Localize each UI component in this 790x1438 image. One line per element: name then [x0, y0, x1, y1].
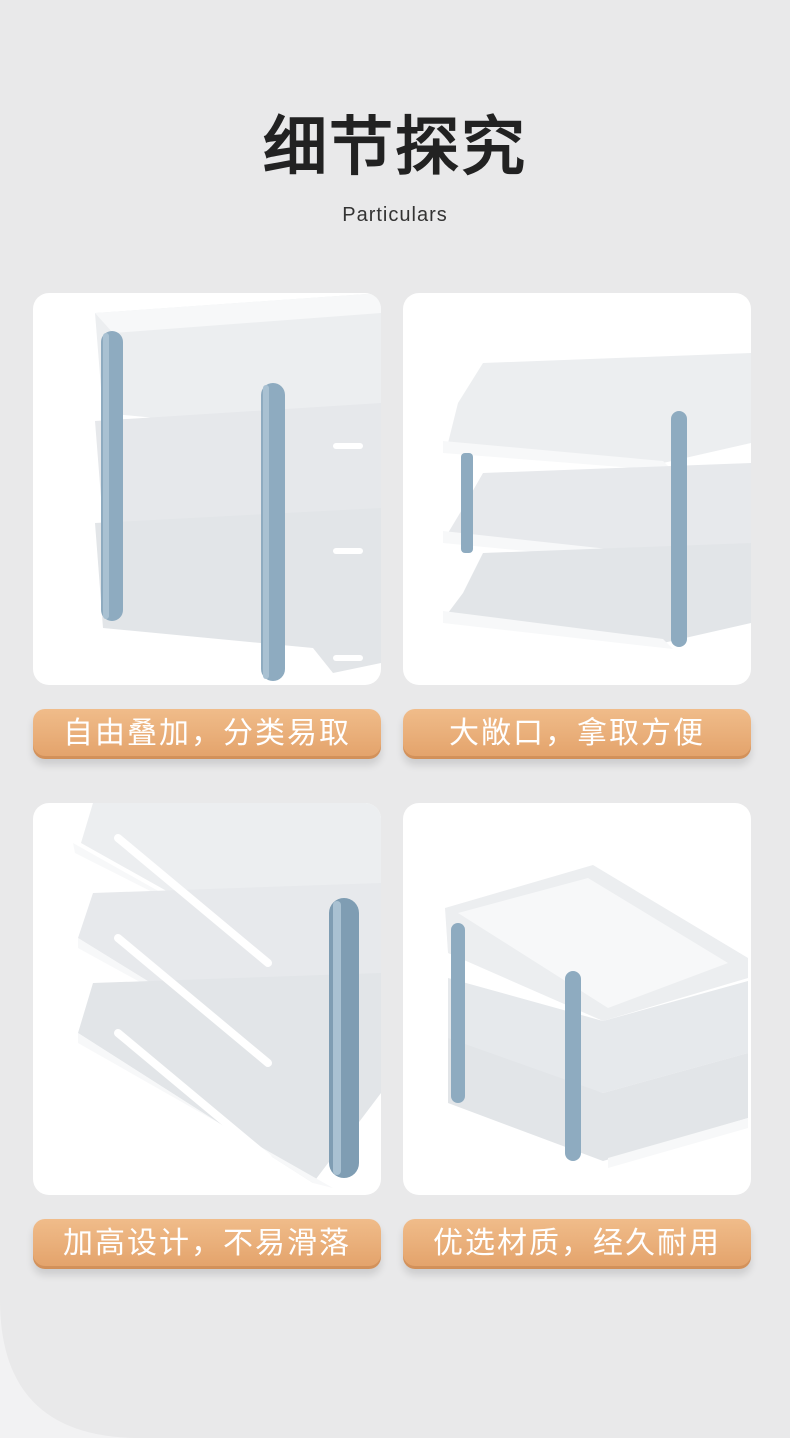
feature-image-front-opening: [403, 293, 751, 685]
feature-caption-durable-material: 优选材质，经久耐用: [403, 1219, 751, 1269]
feature-image-raised-edge: [33, 803, 381, 1195]
feature-caption-stackable: 自由叠加，分类易取: [33, 709, 381, 759]
tray-illustration: [95, 293, 381, 681]
feature-image-full-product: [403, 803, 751, 1195]
feature-image-stacked-tray: [33, 293, 381, 685]
page-title: 细节探究: [263, 111, 527, 185]
feature-caption-wide-opening: 大敞口，拿取方便: [403, 709, 751, 759]
feature-caption-raised-design: 加高设计，不易滑落: [33, 1219, 381, 1269]
page-subtitle: Particulars: [342, 204, 448, 226]
